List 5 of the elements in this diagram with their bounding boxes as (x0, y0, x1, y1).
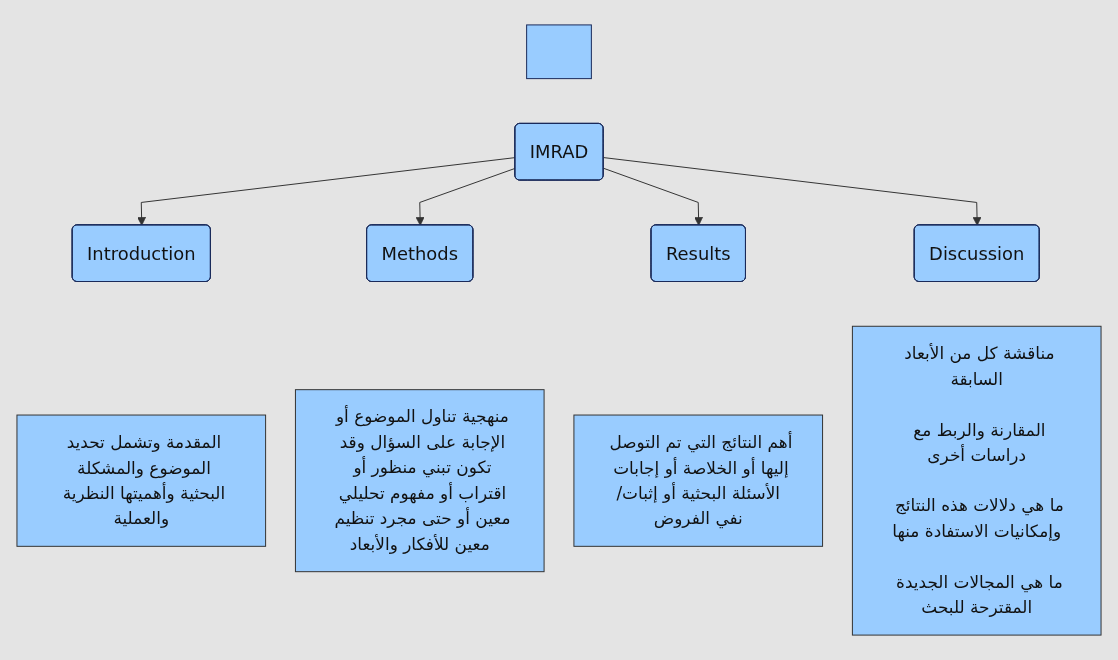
node-box: أهم النتائج التي تم التوصل إليها أو الخلاصة أو إجابات الأسئلة البحثية أو إثبات/نفي الفروض (573, 414, 824, 547)
node-box: المقدمة وتشمل تحديد الموضوع والمشكلة البحثية وأهميتها النظرية والعملية (16, 414, 267, 547)
node-box: مناقشة كل من الأبعاد السابقة المقارنة والربط مع دراسات أخرى ما هي دلالات هذه النتائج وإمكانيات الاستفادة منها ما هي المجالات الجديدة المقترحة للبحث (851, 325, 1102, 636)
node-box: منهجية تناول الموضوع أو الإجابة على السؤال وقد تكون تبني منظور أو اقتراب أو مفهوم تحليلي معين أو حتى مجرد تنظيم معين للأفكار والأبعاد (294, 389, 545, 573)
node-bar (526, 24, 592, 80)
